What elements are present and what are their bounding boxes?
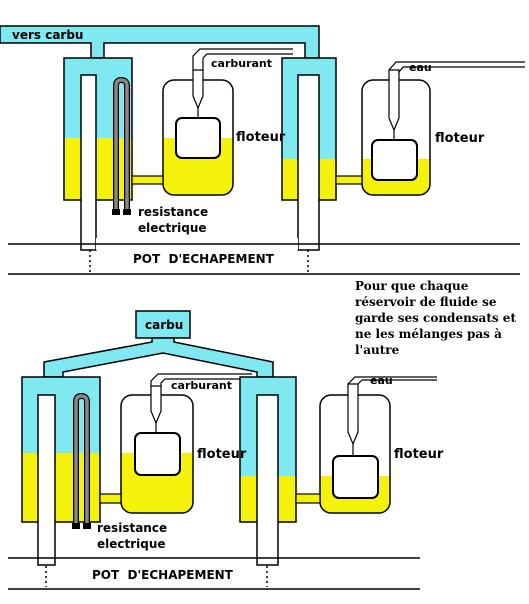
bottom-left-link	[99, 493, 122, 504]
top-fuel-label: carburant	[211, 57, 272, 70]
top-right-tank	[281, 57, 337, 251]
bottom-right-tank	[239, 376, 297, 566]
bottom-fuel-label: carburant	[171, 379, 232, 392]
top-left-tank	[63, 57, 133, 251]
explanatory-note: Pour que chaque réservoir de fluide se g…	[355, 279, 516, 357]
bottom-float-right-label: floteur	[394, 447, 444, 462]
bottom-diagram: carbu carburant eau floteur floteur resi…	[8, 310, 444, 590]
bottom-carb-label: carbu	[145, 318, 183, 332]
top-outlet-pipe	[0, 25, 320, 59]
top-float-right-label: floteur	[435, 131, 485, 146]
bottom-right-link	[295, 493, 321, 504]
top-heater	[112, 76, 131, 215]
top-water-label: eau	[409, 61, 432, 74]
top-heater-label-1: resistance	[138, 205, 208, 219]
bottom-exhaust-pipe	[8, 557, 420, 590]
top-exhaust-label: POT D'ECHAPEMENT	[133, 252, 275, 266]
top-left-link	[131, 175, 164, 185]
note-line-3: garde ses condensats et	[355, 311, 516, 325]
bottom-manifold	[43, 337, 274, 378]
top-heater-label-2: electrique	[138, 221, 207, 235]
top-diagram: vers carbu carburant eau floteur floteur…	[0, 25, 525, 275]
bottom-heater	[72, 392, 91, 529]
bottom-float-left-label: floteur	[197, 447, 247, 462]
note-line-5: l'autre	[355, 343, 400, 357]
bottom-carb-box	[135, 310, 191, 339]
bottom-heater-label-1: resistance	[97, 521, 167, 535]
note-line-2: réservoir de fluide se	[355, 295, 497, 309]
bottom-left-float-chamber	[120, 373, 252, 514]
bottom-exhaust-label: POT D'ECHAPEMENT	[92, 568, 234, 582]
note-line-4: ne les mélanges pas à	[355, 327, 502, 341]
bottom-right-float-chamber	[319, 376, 437, 514]
note-line-1: Pour que chaque	[355, 279, 469, 293]
bottom-water-label: eau	[370, 374, 393, 387]
top-right-link	[335, 175, 363, 185]
top-outlet-label: vers carbu	[12, 28, 83, 42]
bottom-heater-label-2: electrique	[97, 537, 166, 551]
top-float-left-label: floteur	[236, 130, 286, 145]
top-left-float-chamber	[162, 48, 293, 196]
top-right-float-chamber	[361, 61, 525, 196]
